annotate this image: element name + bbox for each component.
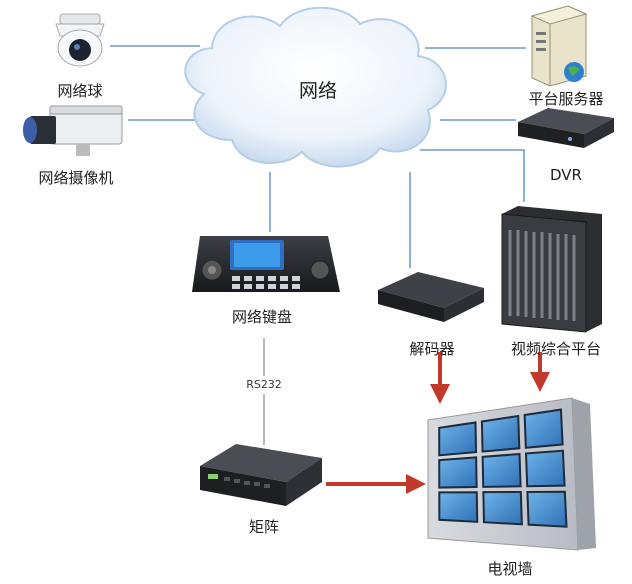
video-wall-screen-tile: [523, 408, 564, 449]
video-platform-label: 视频综合平台: [510, 340, 602, 358]
rack-chassis-icon: [501, 206, 602, 333]
video-wall-screen-tile: [438, 491, 479, 523]
video-wall-screen-tile: [481, 452, 522, 488]
video-wall-screen-tile: [438, 421, 478, 457]
decoder-label: 解码器: [409, 340, 455, 358]
matrix-switch-icon: [200, 444, 322, 506]
video-wall-screen-tile: [438, 456, 478, 489]
signal-arrows: [326, 352, 550, 494]
network-dome-camera-label: 网络球: [57, 82, 103, 100]
rs232-label: RS232: [246, 378, 282, 391]
video-wall-screen-tile: [524, 449, 566, 488]
dvr-icon: [518, 108, 614, 148]
video-wall-screen-tile: [480, 414, 521, 453]
box-camera-icon: [23, 105, 123, 156]
network-keyboard-label: 网络键盘: [231, 308, 293, 326]
platform-server-label: 平台服务器: [528, 90, 604, 108]
cloud-icon: [184, 6, 447, 168]
network-cloud-label: 网络: [298, 80, 338, 102]
video-wall-screen-tile: [526, 490, 568, 528]
network-camera-label: 网络摄像机: [38, 169, 114, 187]
matrix-label: 矩阵: [248, 518, 280, 536]
video-wall-icon: [427, 397, 596, 551]
link-video-platform: [420, 149, 525, 202]
video-wall-screen-tile: [482, 490, 523, 526]
video-wall-label: 电视墙: [487, 560, 533, 578]
server-icon: [530, 5, 588, 87]
keyboard-controller-icon: [192, 236, 340, 292]
decoder-icon: [378, 272, 484, 322]
network-links: [110, 45, 526, 268]
dome-camera-icon: [55, 13, 105, 67]
dvr-label: DVR: [550, 166, 582, 184]
